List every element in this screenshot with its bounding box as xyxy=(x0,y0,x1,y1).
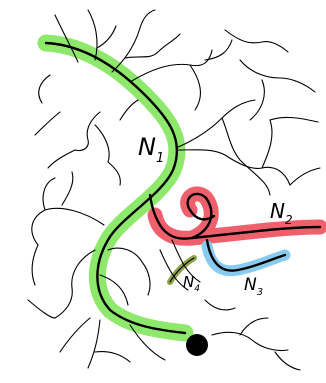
background-branches xyxy=(28,10,320,370)
label-n2: N2 xyxy=(270,199,293,227)
label-n4: N4 xyxy=(183,273,200,294)
label-n3: N3 xyxy=(244,275,263,298)
root-dot xyxy=(186,334,208,356)
n1-highlight-band xyxy=(46,43,185,333)
n2-highlight-band xyxy=(155,194,320,238)
label-n1: N1 xyxy=(138,133,164,166)
